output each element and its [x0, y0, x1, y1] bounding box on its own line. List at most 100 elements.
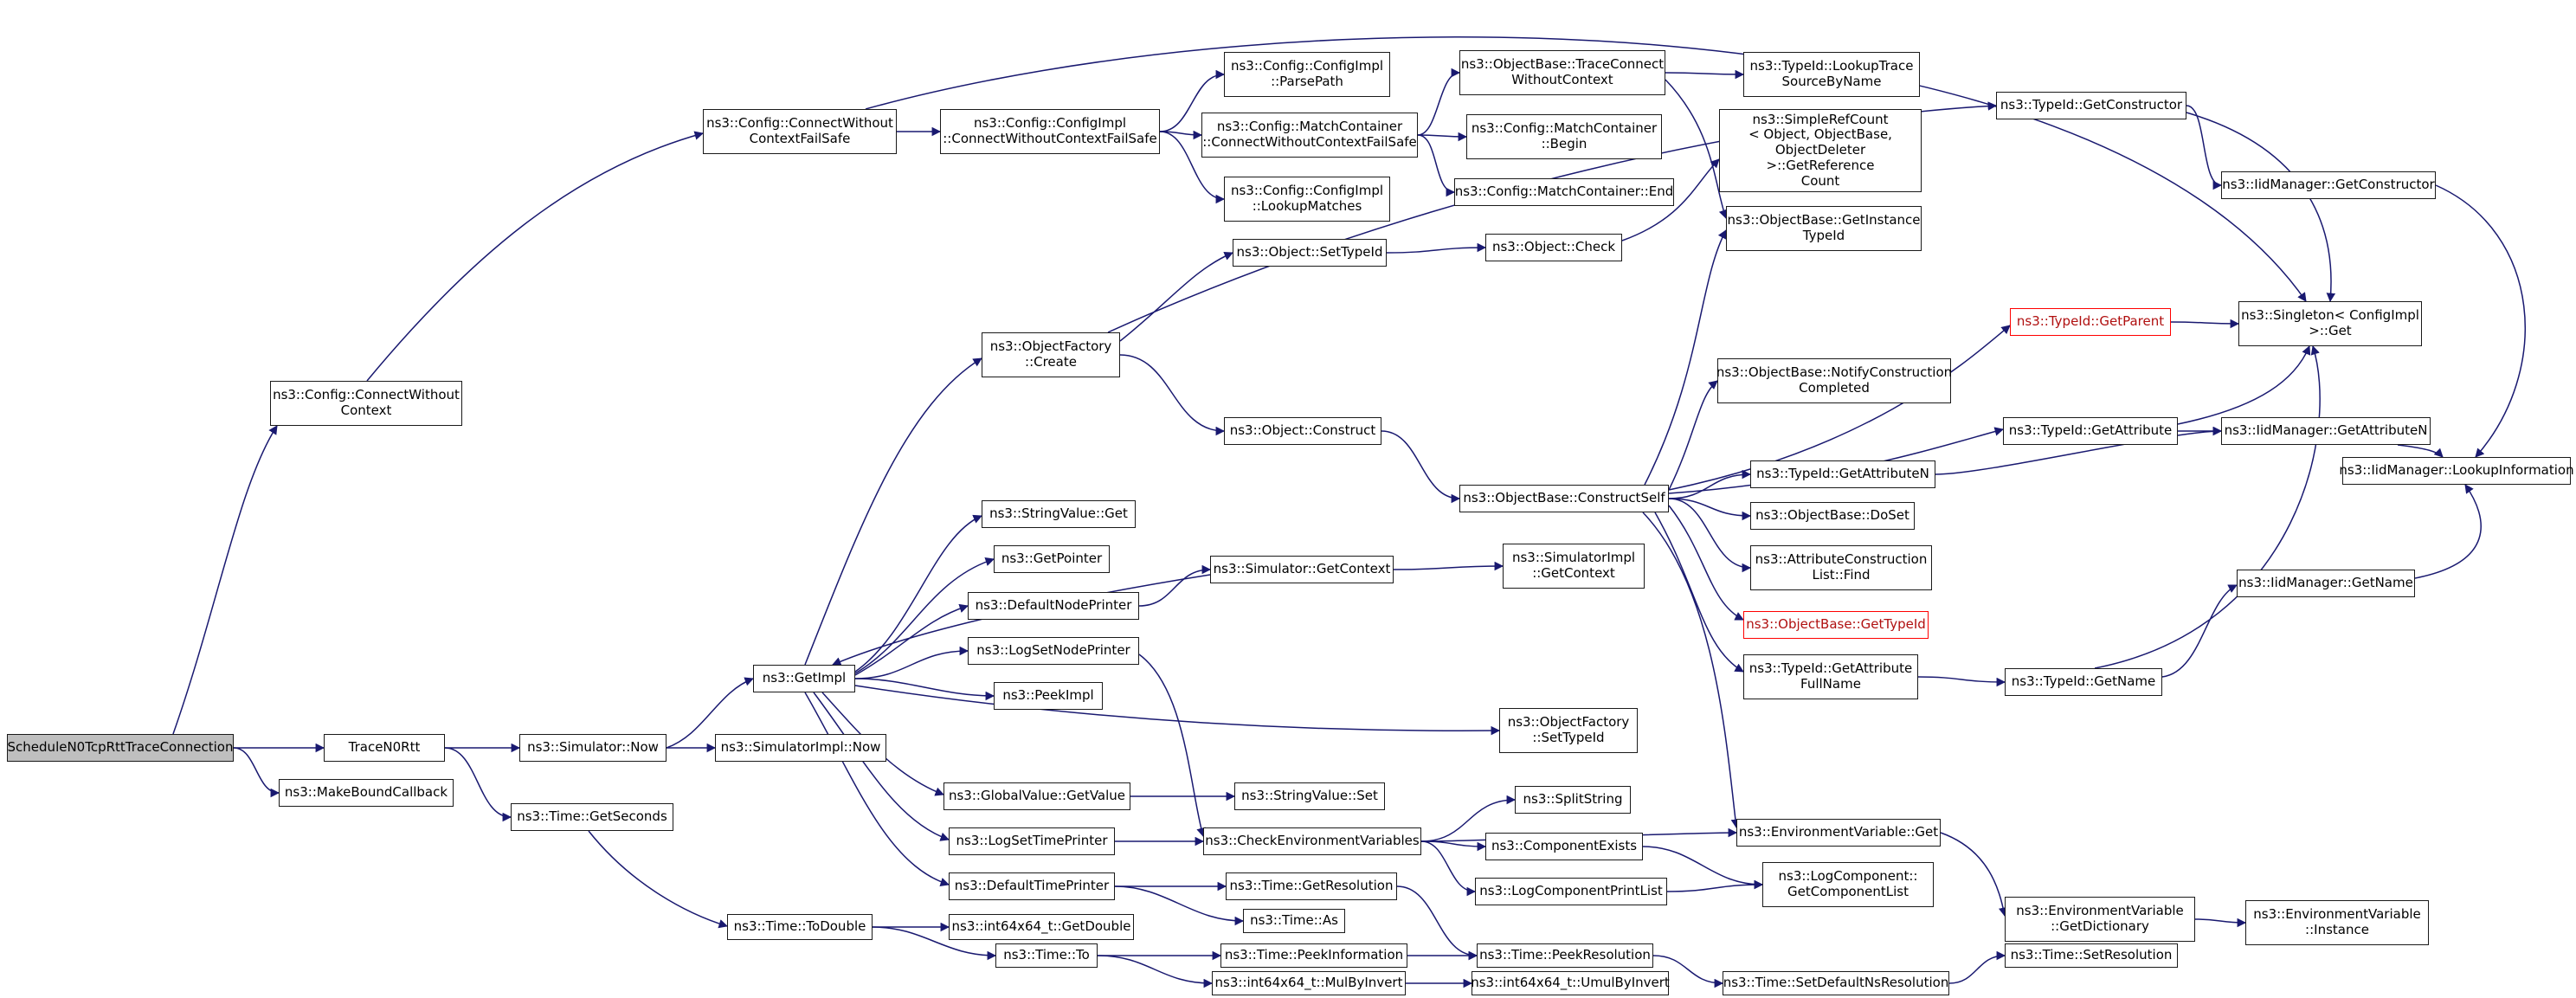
edge-defaulttimeprinter--time_as — [1114, 885, 1245, 926]
edge-obj_settypeid--obj_check — [1386, 242, 1487, 254]
graph-node-lookupmatches[interactable]: ns3::Config::ConfigImpl ::LookupMatches — [1224, 177, 1390, 222]
edge-constructself--tid_getattributefullname — [1654, 512, 1744, 673]
graph-node-time_peekresolution[interactable]: ns3::Time::PeekResolution — [1477, 943, 1653, 968]
edge-constructself--getinstancetypeid — [1644, 229, 1727, 486]
graph-node-time_setdefaultns[interactable]: ns3::Time::SetDefaultNsResolution — [1723, 971, 1949, 995]
edge-checkenvironmentvariables--componentexists — [1420, 840, 1487, 852]
edge-envvar_get--envvar_getdictionary — [1940, 832, 2008, 918]
graph-node-defaulttimeprinter[interactable]: ns3::DefaultTimePrinter — [949, 872, 1115, 900]
graph-node-time_peekinformation[interactable]: ns3::Time::PeekInformation — [1220, 943, 1407, 968]
graph-node-factory_settypeid[interactable]: ns3::ObjectFactory ::SetTypeId — [1499, 708, 1638, 753]
graph-node-globalvalue_getvalue[interactable]: ns3::GlobalValue::GetValue — [943, 782, 1130, 810]
graph-node-defaultnodeprinter[interactable]: ns3::DefaultNodePrinter — [968, 592, 1139, 620]
graph-node-tracen0rtt[interactable]: TraceN0Rtt — [324, 734, 445, 762]
graph-node-tid_getparent[interactable]: ns3::TypeId::GetParent — [2010, 308, 2171, 336]
graph-node-tid_getattributen[interactable]: ns3::TypeId::GetAttributeN — [1750, 460, 1935, 488]
graph-node-envvar_get[interactable]: ns3::EnvironmentVariable::Get — [1736, 819, 1941, 847]
edge-constructself--notifyconstructioncompleted — [1668, 380, 1718, 491]
graph-node-splitstring[interactable]: ns3::SplitString — [1515, 786, 1631, 814]
graph-node-logsetnodeprinter[interactable]: ns3::LogSetNodePrinter — [968, 637, 1139, 665]
graph-node-componentexists[interactable]: ns3::ComponentExists — [1485, 833, 1643, 860]
edge-tid_getname--iid_getname — [2161, 584, 2238, 678]
graph-node-time_getresolution[interactable]: ns3::Time::GetResolution — [1226, 872, 1397, 900]
graph-node-tid_getattributefullname[interactable]: ns3::TypeId::GetAttribute FullName — [1743, 654, 1918, 699]
edge-constructself--attrconstructionlist_find — [1668, 498, 1752, 573]
graph-node-obj_settypeid[interactable]: ns3::Object::SetTypeId — [1233, 239, 1387, 267]
graph-node-lookuptrace[interactable]: ns3::TypeId::LookupTrace SourceByName — [1743, 52, 1920, 97]
graph-node-getimpl[interactable]: ns3::GetImpl — [753, 665, 855, 692]
graph-node-notifyconstructioncompleted[interactable]: ns3::ObjectBase::NotifyConstruction Comp… — [1716, 358, 1952, 403]
edge-tracecwc--getinstancetypeid — [1665, 79, 1728, 219]
edge-mc_cwcfs--mc_begin — [1417, 132, 1468, 142]
graph-node-logcomponent_getcomponentlist[interactable]: ns3::LogComponent:: GetComponentList — [1762, 862, 1934, 907]
graph-node-singleton_get[interactable]: ns3::Singleton< ConfigImpl >::Get — [2238, 301, 2422, 346]
edge-time_getseconds--time_todouble — [588, 830, 729, 929]
edge-envvar_getdictionary--envvar_instance — [2194, 918, 2247, 928]
graph-node-obj_doset[interactable]: ns3::ObjectBase::DoSet — [1750, 502, 1915, 530]
graph-node-constructself[interactable]: ns3::ObjectBase::ConstructSelf — [1459, 485, 1669, 512]
graph-node-parsepath[interactable]: ns3::Config::ConfigImpl ::ParsePath — [1224, 52, 1390, 97]
graph-node-time_setresolution[interactable]: ns3::Time::SetResolution — [2005, 943, 2178, 968]
graph-node-connectwcfs[interactable]: ns3::Config::ConnectWithout ContextFailS… — [703, 109, 897, 154]
graph-node-configimpl_cwcfs[interactable]: ns3::Config::ConfigImpl ::ConnectWithout… — [940, 109, 1160, 154]
graph-node-time_as[interactable]: ns3::Time::As — [1243, 909, 1345, 933]
graph-node-getpointer[interactable]: ns3::GetPointer — [994, 545, 1110, 573]
graph-node-connectwc[interactable]: ns3::Config::ConnectWithout Context — [270, 381, 462, 426]
edge-getimpl--logsetnodeprinter — [854, 646, 969, 679]
graph-node-tid_getname[interactable]: ns3::TypeId::GetName — [2005, 668, 2162, 696]
graph-node-tracecwc[interactable]: ns3::ObjectBase::TraceConnect WithoutCon… — [1459, 50, 1665, 95]
graph-node-sim_now[interactable]: ns3::Simulator::Now — [519, 734, 667, 762]
edge-mc_cwcfs--tracecwc — [1417, 68, 1461, 136]
edge-defaultnodeprinter--sim_getcontext — [1138, 564, 1212, 607]
edge-tracecwc--lookuptrace — [1665, 69, 1745, 80]
edge-tid_getattribute--singleton_get — [2177, 345, 2311, 425]
edge-constructself--obj_gettypeid — [1668, 505, 1744, 621]
graph-node-iid_getname[interactable]: ns3::IidManager::GetName — [2237, 570, 2415, 597]
graph-node-logcomponentprintlist[interactable]: ns3::LogComponentPrintList — [1475, 878, 1667, 905]
graph-node-time_getseconds[interactable]: ns3::Time::GetSeconds — [511, 803, 673, 831]
graph-node-peekimpl[interactable]: ns3::PeekImpl — [994, 682, 1103, 710]
edge-iid_getconstructor--iid_lookupinformation — [2435, 184, 2527, 458]
edge-schedule--connectwc — [172, 425, 278, 735]
graph-node-obj_construct[interactable]: ns3::Object::Construct — [1224, 417, 1381, 445]
edge-schedule--makeboundcallback — [233, 747, 280, 798]
graph-node-mc_begin[interactable]: ns3::Config::MatchContainer ::Begin — [1466, 114, 1662, 159]
edge-logsetnodeprinter--checkenvironmentvariables — [1138, 654, 1206, 838]
graph-node-factory_create[interactable]: ns3::ObjectFactory ::Create — [982, 332, 1120, 377]
edge-tid_getconstructor--singleton_get — [2186, 112, 2336, 303]
graph-node-tid_getattribute[interactable]: ns3::TypeId::GetAttribute — [2003, 417, 2178, 445]
graph-node-attrconstructionlist_find[interactable]: ns3::AttributeConstruction List::Find — [1750, 545, 1932, 590]
graph-node-obj_check[interactable]: ns3::Object::Check — [1485, 234, 1622, 261]
graph-node-simimpl_now[interactable]: ns3::SimulatorImpl::Now — [715, 734, 886, 762]
graph-node-stringvalue_set[interactable]: ns3::StringValue::Set — [1234, 782, 1385, 810]
edge-getimpl--stringvalue_get — [854, 514, 982, 673]
edge-constructself--envvar_get — [1642, 512, 1741, 829]
graph-node-getinstancetypeid[interactable]: ns3::ObjectBase::GetInstance TypeId — [1726, 206, 1922, 251]
graph-node-envvar_getdictionary[interactable]: ns3::EnvironmentVariable ::GetDictionary — [2005, 897, 2195, 942]
graph-node-obj_gettypeid[interactable]: ns3::ObjectBase::GetTypeId — [1743, 611, 1929, 639]
graph-node-sim_getcontext[interactable]: ns3::Simulator::GetContext — [1210, 556, 1394, 583]
edge-getimpl--factory_settypeid — [854, 685, 1501, 736]
graph-node-stringvalue_get[interactable]: ns3::StringValue::Get — [982, 500, 1136, 528]
graph-node-int64_getdouble[interactable]: ns3::int64x64_t::GetDouble — [949, 914, 1134, 940]
graph-node-iid_getconstructor[interactable]: ns3::IidManager::GetConstructor — [2221, 171, 2436, 199]
edge-time_getresolution--time_peekresolution — [1396, 885, 1478, 961]
graph-node-checkenvironmentvariables[interactable]: ns3::CheckEnvironmentVariables — [1203, 827, 1421, 855]
graph-node-tid_getconstructor[interactable]: ns3::TypeId::GetConstructor — [1996, 92, 2186, 119]
graph-node-time_to[interactable]: ns3::Time::To — [995, 943, 1098, 968]
graph-node-mc_cwcfs[interactable]: ns3::Config::MatchContainer ::ConnectWit… — [1201, 113, 1418, 158]
graph-node-mc_end[interactable]: ns3::Config::MatchContainer::End — [1454, 178, 1674, 206]
graph-node-makeboundcallback[interactable]: ns3::MakeBoundCallback — [279, 779, 454, 807]
graph-node-envvar_instance[interactable]: ns3::EnvironmentVariable ::Instance — [2245, 900, 2429, 945]
graph-node-iid_lookupinformation[interactable]: ns3::IidManager::LookupInformation — [2339, 457, 2574, 485]
graph-node-simplerefcount_getrefcount[interactable]: ns3::SimpleRefCount < Object, ObjectBase… — [1719, 109, 1922, 192]
graph-node-int64_mulbyinvert[interactable]: ns3::int64x64_t::MulByInvert — [1212, 971, 1406, 995]
graph-node-int64_umulbyinvert[interactable]: ns3::int64x64_t::UmulByInvert — [1471, 971, 1670, 995]
graph-node-logsettimeprinter[interactable]: ns3::LogSetTimePrinter — [949, 827, 1115, 855]
graph-node-simimpl_getcontext[interactable]: ns3::SimulatorImpl ::GetContext — [1503, 544, 1645, 589]
graph-node-iid_getattributen[interactable]: ns3::IidManager::GetAttributeN — [2221, 417, 2431, 445]
edge-time_to--int64_mulbyinvert — [1097, 955, 1214, 988]
graph-node-time_todouble[interactable]: ns3::Time::ToDouble — [727, 914, 873, 940]
graph-node-schedule[interactable]: ScheduleN0TcpRttTraceConnection — [7, 734, 234, 762]
